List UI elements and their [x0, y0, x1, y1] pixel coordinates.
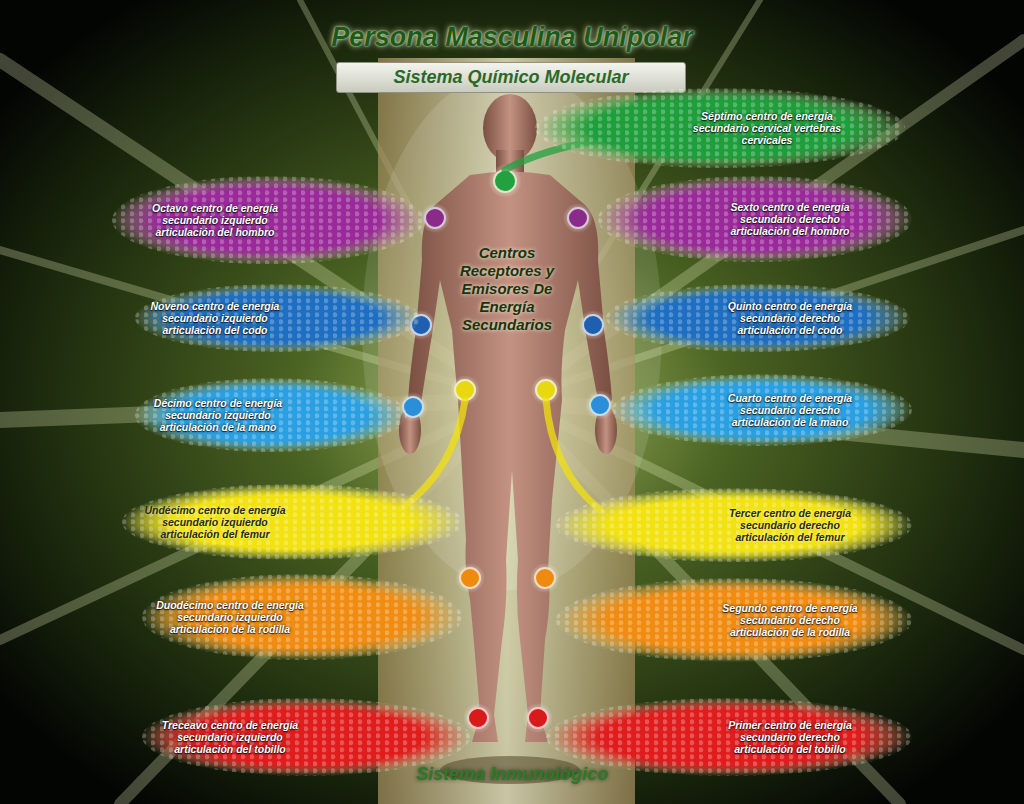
energy-cloud: Undécimo centro de energía secundario iz…: [122, 484, 462, 560]
cloud-label: Undécimo centro de energía secundario iz…: [137, 504, 293, 541]
diagram-title: Persona Masculina Unipolar: [212, 22, 812, 53]
cloud-label: Séptimo centro de energía secundario cer…: [689, 110, 845, 147]
cloud-label: Octavo centro de energía secundario izqu…: [137, 202, 293, 239]
energy-cloud: Tercer centro de energía secundario dere…: [556, 488, 912, 562]
cloud-label: Quinto centro de energía secundario dere…: [712, 300, 868, 337]
center-label: Centros Receptores y Emisores De Energía…: [440, 244, 574, 334]
cloud-label: Tercer centro de energía secundario dere…: [712, 507, 868, 544]
cloud-label: Treceavo centro de energía secundario iz…: [152, 719, 308, 756]
cloud-label: Primer centro de energía secundario dere…: [712, 719, 868, 756]
energy-cloud: Segundo centro de energía secundario der…: [556, 578, 912, 662]
energy-cloud: Séptimo centro de energía secundario cer…: [535, 88, 905, 168]
energy-cloud: Octavo centro de energía secundario izqu…: [112, 176, 424, 264]
energy-cloud: Cuarto centro de energía secundario dere…: [612, 374, 912, 446]
subtitle-text: Sistema Químico Molecular: [383, 67, 638, 88]
cloud-label: Noveno centro de energía secundario izqu…: [137, 300, 293, 337]
energy-cloud: Noveno centro de energía secundario izqu…: [135, 284, 420, 352]
cloud-label: Sexto centro de energía secundario derec…: [712, 201, 868, 238]
cloud-label: Cuarto centro de energía secundario dere…: [712, 392, 868, 429]
cloud-label: Segundo centro de energía secundario der…: [712, 602, 868, 639]
energy-cloud: Duodécimo centro de energía secundario i…: [142, 574, 462, 660]
energy-cloud: Décimo centro de energía secundario izqu…: [135, 378, 407, 452]
energy-cloud: Sexto centro de energía secundario derec…: [598, 176, 912, 262]
cloud-label: Duodécimo centro de energía secundario i…: [152, 599, 308, 636]
cloud-label: Décimo centro de energía secundario izqu…: [140, 397, 296, 434]
subtitle-band: Sistema Químico Molecular: [336, 62, 686, 93]
energy-cloud: Quinto centro de energía secundario dere…: [606, 284, 910, 352]
footer-label: Sistema Inmunológico: [312, 764, 712, 786]
